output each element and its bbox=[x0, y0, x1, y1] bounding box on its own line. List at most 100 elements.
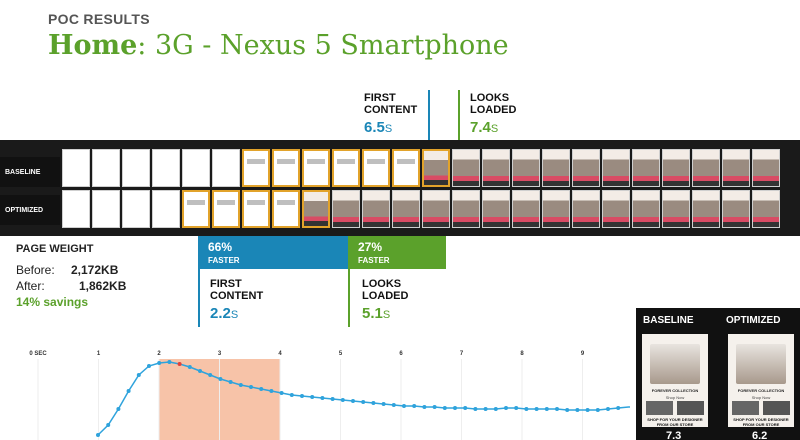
filmstrip-frame bbox=[62, 190, 90, 228]
timeline-tick-label: 4 bbox=[278, 351, 282, 357]
timeline-point bbox=[616, 406, 621, 410]
optimized-row-label: OPTIMIZED bbox=[0, 195, 60, 225]
page-weight-heading: PAGE WEIGHT bbox=[16, 243, 94, 255]
timeline-point bbox=[279, 391, 284, 395]
timeline-point bbox=[534, 407, 539, 411]
first-content-faster-bar: 66% FASTER bbox=[198, 236, 348, 269]
filmstrip-frame bbox=[272, 190, 300, 228]
metric-label: FIRST bbox=[364, 92, 396, 104]
timeline-point bbox=[208, 373, 213, 377]
metric-number: 6.5 bbox=[364, 118, 385, 136]
bar-percent: 27% bbox=[358, 240, 383, 254]
timeline-point bbox=[585, 408, 590, 412]
cta-text: SHOP FOR YOUR DESIGNER FROM OUR STORE bbox=[647, 417, 703, 427]
metric-label: FIRST bbox=[210, 278, 242, 290]
timeline-point bbox=[300, 394, 304, 398]
bar-percent: 66% bbox=[208, 240, 233, 254]
filmstrip-frame bbox=[662, 149, 690, 187]
filmstrip-frame bbox=[92, 149, 120, 187]
before-value: 2,172KB bbox=[71, 263, 119, 277]
timeline-point bbox=[575, 408, 580, 412]
timeline-point bbox=[432, 405, 437, 409]
filmstrip-frame bbox=[722, 190, 750, 228]
metric-label: CONTENT bbox=[210, 290, 264, 303]
filmstrip-frame bbox=[572, 149, 600, 187]
timeline-tick-label: 1 bbox=[97, 351, 101, 357]
bar-label: FASTER bbox=[358, 256, 390, 265]
timeline-point bbox=[473, 407, 478, 411]
optimized-frames bbox=[62, 190, 780, 228]
timeline-point bbox=[330, 397, 335, 401]
filmstrip-frame bbox=[542, 190, 570, 228]
timeline-point bbox=[391, 403, 396, 407]
timeline-point bbox=[361, 400, 366, 404]
filmstrip-frame bbox=[182, 190, 210, 228]
timeline-point bbox=[249, 385, 253, 389]
timeline-point bbox=[442, 406, 447, 410]
timeline-tick-label: 9 bbox=[581, 351, 585, 357]
page-title: Home: 3G - Nexus 5 Smartphone bbox=[48, 30, 509, 61]
filmstrip: BASELINE OPTIMIZED bbox=[0, 140, 800, 236]
timeline-point bbox=[147, 364, 151, 368]
filmstrip-frame bbox=[242, 149, 270, 187]
promo-tile bbox=[646, 401, 673, 415]
timeline-point bbox=[402, 404, 406, 408]
baseline-frames bbox=[62, 149, 780, 187]
filmstrip-frame bbox=[602, 149, 630, 187]
timeline-point bbox=[595, 408, 600, 412]
filmstrip-frame bbox=[632, 190, 660, 228]
title-page-name: Home bbox=[48, 30, 138, 61]
metric-unit: S bbox=[384, 122, 393, 135]
baseline-looks-loaded-metric: LOOKS LOADED 7.4S bbox=[470, 92, 516, 136]
filmstrip-frame bbox=[332, 190, 360, 228]
filmstrip-frame bbox=[422, 190, 450, 228]
timeline-point bbox=[351, 399, 355, 403]
filmstrip-frame bbox=[62, 149, 90, 187]
filmstrip-frame bbox=[302, 149, 330, 187]
timeline-point bbox=[606, 407, 610, 411]
timeline-tick-label: 0 SEC bbox=[29, 351, 47, 357]
filmstrip-frame bbox=[272, 149, 300, 187]
metric-value: 2.2S bbox=[210, 305, 263, 323]
promo-tile bbox=[677, 401, 704, 415]
first-content-marker-line bbox=[428, 90, 430, 153]
metric-value: 5.1S bbox=[362, 305, 408, 323]
title-test-config: : 3G - Nexus 5 Smartphone bbox=[137, 30, 509, 61]
metric-unit: S bbox=[382, 308, 391, 321]
metric-label: LOADED bbox=[362, 290, 409, 303]
timeline-point bbox=[187, 365, 192, 369]
filmstrip-frame bbox=[752, 190, 780, 228]
timeline-tick-label: 6 bbox=[399, 351, 403, 357]
optimized-first-content-metric: FIRST CONTENT 2.2S bbox=[210, 278, 263, 322]
after-value: 1,862KB bbox=[79, 279, 127, 293]
filmstrip-frame bbox=[392, 190, 420, 228]
filmstrip-frame bbox=[602, 190, 630, 228]
filmstrip-frame bbox=[152, 190, 180, 228]
timeline-point bbox=[269, 389, 274, 393]
timeline-point bbox=[106, 423, 111, 427]
filmstrip-frame bbox=[722, 149, 750, 187]
filmstrip-frame bbox=[512, 190, 540, 228]
timeline-point bbox=[493, 407, 498, 411]
timeline-point bbox=[177, 362, 182, 366]
timeline-point bbox=[228, 380, 233, 384]
timeline-point bbox=[320, 396, 325, 400]
timeline-point bbox=[544, 407, 549, 411]
timeline-point bbox=[157, 361, 162, 365]
filmstrip-frame bbox=[362, 190, 390, 228]
page-weight-before: Before: 2,172KB bbox=[16, 263, 118, 277]
filmstrip-frame bbox=[512, 149, 540, 187]
hero-caption: FOREVER COLLECTION bbox=[651, 388, 699, 393]
optimized-screenshot: FOREVER COLLECTION Shop Now SHOP FOR YOU… bbox=[728, 334, 794, 427]
thumb-label-optimized: OPTIMIZED bbox=[726, 315, 781, 326]
optimized-looks-loaded-metric: LOOKS LOADED 5.1S bbox=[362, 278, 408, 322]
filmstrip-frame bbox=[662, 190, 690, 228]
filmstrip-frame bbox=[572, 190, 600, 228]
baseline-screenshot: FOREVER COLLECTION Shop Now SHOP FOR YOU… bbox=[642, 334, 708, 427]
metric-value: 7.4S bbox=[470, 119, 516, 137]
savings-text: 14% savings bbox=[16, 295, 89, 309]
filmstrip-frame bbox=[122, 149, 150, 187]
filmstrip-frame bbox=[752, 149, 780, 187]
promo-tile bbox=[732, 401, 759, 415]
